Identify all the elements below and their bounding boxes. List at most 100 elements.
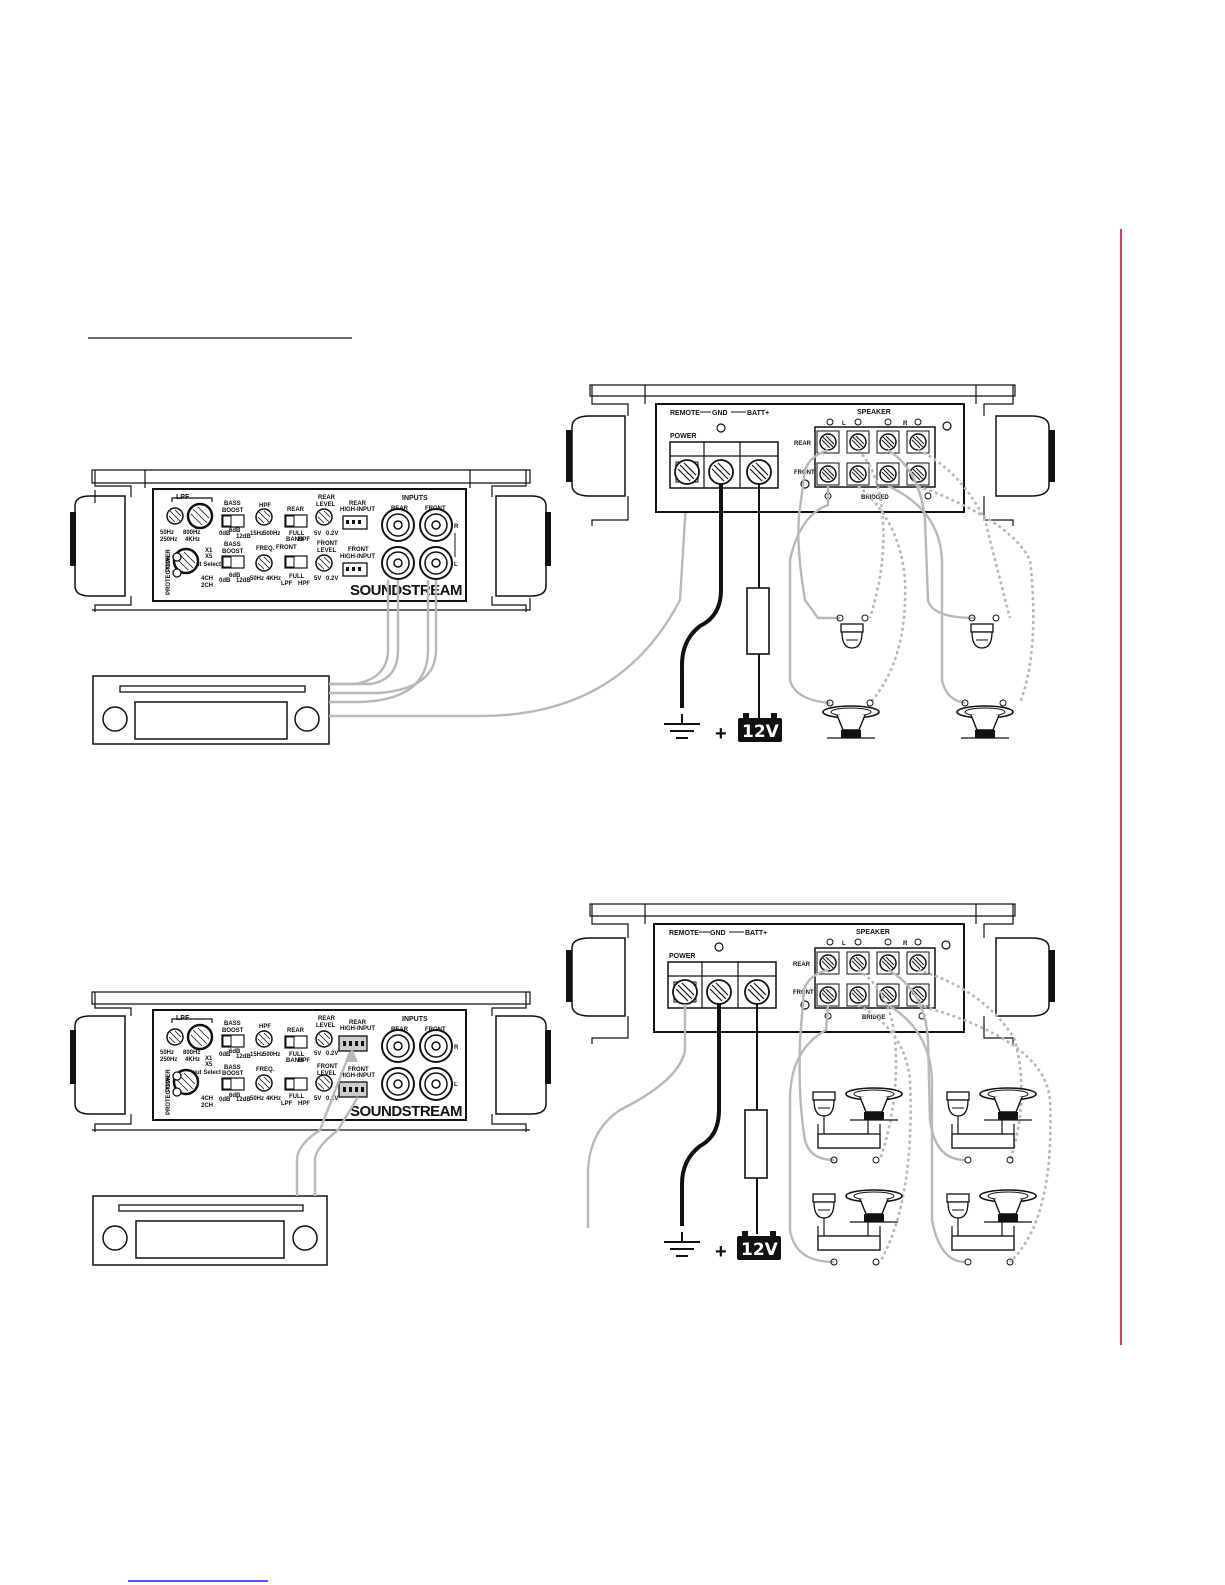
svg-text:HIGH-INPUT: HIGH-INPUT — [340, 1073, 375, 1079]
svg-text:FRONT: FRONT — [348, 547, 369, 553]
head-unit-bottom — [92, 1195, 328, 1266]
svg-text:BASS: BASS — [224, 1065, 241, 1071]
svg-text:SPEAKER: SPEAKER — [856, 929, 890, 936]
svg-text:L: L — [454, 1082, 458, 1088]
svg-text:LEVEL: LEVEL — [317, 1071, 337, 1077]
svg-text:50Hz: 50Hz — [160, 1050, 174, 1056]
svg-text:FREQ.: FREQ. — [256, 546, 275, 552]
svg-text:50Hz: 50Hz — [160, 530, 174, 536]
svg-text:GND: GND — [712, 410, 728, 417]
svg-text:BOOST: BOOST — [222, 1071, 244, 1077]
svg-text:2CH: 2CH — [201, 583, 213, 589]
svg-text:FRONT: FRONT — [348, 1067, 369, 1073]
svg-text:L: L — [842, 941, 846, 947]
svg-text:X1: X1 — [205, 548, 213, 554]
svg-text:0.2V: 0.2V — [326, 1051, 338, 1057]
crossover-speaker-group — [812, 1087, 903, 1164]
svg-text:REAR: REAR — [318, 1016, 336, 1022]
svg-text:POWER: POWER — [166, 1069, 172, 1092]
svg-text:250Hz: 250Hz — [160, 1057, 177, 1063]
woofer-icon — [822, 705, 880, 739]
svg-text:HIGH-INPUT: HIGH-INPUT — [340, 554, 375, 560]
svg-text:R: R — [903, 421, 908, 427]
svg-text:FULL: FULL — [289, 574, 305, 580]
amplifier-power-panel-top: REMOTE GND BATT+ POWER SPEAKER L R REAR … — [566, 384, 1055, 526]
svg-text:15Hz: 15Hz — [250, 1052, 264, 1058]
svg-text:250Hz: 250Hz — [160, 537, 177, 543]
svg-text:R: R — [454, 524, 459, 530]
svg-text:50Hz: 50Hz — [250, 576, 264, 582]
rca-jack-icon — [381, 508, 415, 542]
tweeter-icon — [840, 623, 864, 649]
svg-text:5V: 5V — [314, 1096, 321, 1102]
rca-jack-icon — [381, 546, 415, 580]
svg-text:BATT+: BATT+ — [747, 410, 769, 417]
svg-text:15Hz: 15Hz — [250, 531, 264, 537]
fuse-icon — [746, 587, 770, 655]
svg-text:2CH: 2CH — [201, 1103, 213, 1109]
svg-text:REAR: REAR — [287, 1028, 305, 1034]
svg-text:BATT+: BATT+ — [745, 930, 767, 937]
woofer-icon — [956, 705, 1014, 739]
svg-text:BRIDGED: BRIDGED — [861, 495, 889, 501]
svg-text:BOOST: BOOST — [222, 549, 244, 555]
battery-12v-icon: 12V — [738, 713, 782, 742]
svg-text:+: + — [715, 723, 727, 745]
ground-symbol-icon — [663, 713, 701, 739]
svg-text:12dB: 12dB — [236, 578, 251, 584]
head-unit-top — [92, 675, 330, 745]
svg-text:LEVEL: LEVEL — [316, 1023, 336, 1029]
svg-text:HIGH-INPUT: HIGH-INPUT — [340, 507, 375, 513]
svg-text:0dB: 0dB — [219, 578, 231, 584]
svg-text:800Hz: 800Hz — [183, 530, 200, 536]
amplifier-control-panel-top: LPF 50Hz 250Hz 800Hz 4KHz X1 X5 Input Se… — [70, 469, 551, 612]
svg-text:12V: 12V — [742, 722, 780, 742]
svg-text:X5: X5 — [205, 1062, 213, 1068]
svg-text:REAR: REAR — [318, 495, 336, 501]
svg-text:SOUNDSTREAM: SOUNDSTREAM — [350, 1103, 462, 1120]
amplifier-power-panel-bottom: REMOTE GND BATT+ POWER SPEAKER L R REAR … — [566, 903, 1055, 1044]
svg-text:800Hz: 800Hz — [183, 1050, 200, 1056]
svg-text:0.2V: 0.2V — [326, 531, 338, 537]
svg-text:+: + — [715, 1241, 727, 1263]
svg-text:X5: X5 — [205, 554, 213, 560]
svg-text:HPF: HPF — [298, 1058, 310, 1064]
lpf-knob-small-icon — [166, 507, 184, 525]
svg-text:REAR: REAR — [349, 1020, 367, 1026]
power-led-icon — [172, 552, 182, 562]
svg-text:4KHz: 4KHz — [266, 1096, 281, 1102]
svg-text:HIGH-INPUT: HIGH-INPUT — [340, 1026, 375, 1032]
crossover-speaker-group — [812, 1189, 903, 1266]
svg-text:REMOTE: REMOTE — [670, 410, 700, 417]
svg-text:PROTECTION: PROTECTION — [166, 1076, 172, 1115]
svg-text:4CH: 4CH — [201, 576, 213, 582]
battery-12v-icon: 12V — [737, 1231, 781, 1260]
svg-text:4KHz: 4KHz — [266, 576, 281, 582]
svg-text:500Hz: 500Hz — [263, 531, 280, 537]
svg-text:0.2V: 0.2V — [326, 576, 338, 582]
svg-text:FRONT: FRONT — [276, 545, 297, 551]
svg-text:REAR: REAR — [793, 962, 811, 968]
svg-text:5V: 5V — [314, 531, 321, 537]
svg-text:FULL: FULL — [289, 531, 305, 537]
lpf-knob-icon — [186, 502, 214, 530]
svg-text:4KHz: 4KHz — [185, 1057, 200, 1063]
svg-text:L: L — [842, 421, 846, 427]
svg-text:0dB: 0dB — [219, 1097, 231, 1103]
crossover-speaker-group — [946, 1189, 1037, 1266]
svg-text:R: R — [903, 941, 908, 947]
svg-text:BOOST: BOOST — [222, 1028, 244, 1034]
svg-text:LPF: LPF — [281, 581, 293, 587]
input-select-label: Input Select — [187, 562, 221, 568]
svg-text:4CH: 4CH — [201, 1096, 213, 1102]
svg-text:12dB: 12dB — [236, 534, 251, 540]
svg-text:FRONT: FRONT — [317, 1064, 338, 1070]
svg-text:0dB: 0dB — [219, 531, 231, 537]
svg-text:BAND: BAND — [286, 1058, 304, 1064]
svg-text:6dB: 6dB — [229, 1049, 241, 1055]
rca-jack-icon — [419, 546, 453, 580]
svg-text:HPF: HPF — [298, 1101, 310, 1107]
svg-text:500Hz: 500Hz — [263, 1052, 280, 1058]
svg-text:POWER: POWER — [669, 953, 695, 960]
